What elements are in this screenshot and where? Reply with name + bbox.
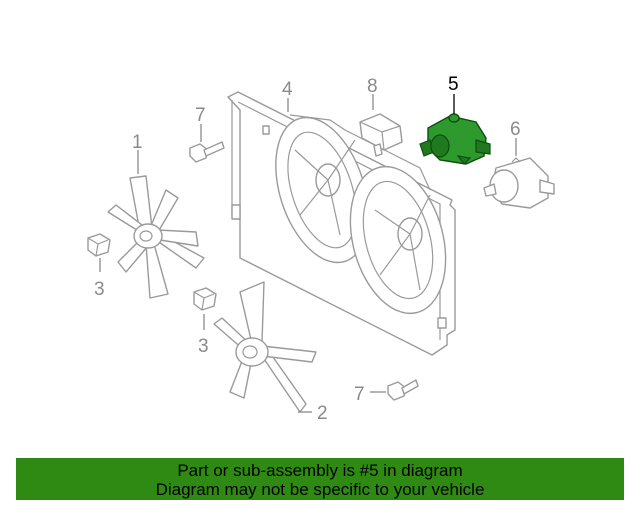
- callout-1: 1: [132, 132, 143, 153]
- callout-3-upper: 3: [94, 279, 105, 300]
- callout-7-upper: 7: [195, 105, 206, 126]
- bolt-part-7-upper: [189, 141, 225, 163]
- fan-blade-part-2: [213, 281, 317, 413]
- callout-2: 2: [317, 403, 328, 424]
- callout-8: 8: [367, 76, 378, 97]
- fan-blade-part-1: [107, 175, 205, 299]
- callout-7-lower: 7: [354, 384, 365, 405]
- callout-6: 6: [510, 119, 521, 140]
- fan-resistor-part-8: [359, 113, 403, 157]
- callout-3-lower: 3: [198, 336, 209, 357]
- info-banner: Part or sub-assembly is #5 in diagram Di…: [16, 458, 624, 500]
- fan-shroud-part-4: [227, 91, 456, 356]
- bolt-part-7-lower: [387, 379, 419, 401]
- banner-line-2: Diagram may not be specific to your vehi…: [155, 480, 485, 499]
- nut-part-3-upper: [87, 233, 111, 257]
- nut-part-3-lower: [193, 287, 217, 311]
- fan-motor-part-6: [483, 157, 555, 209]
- banner-line-1: Part or sub-assembly is #5 in diagram: [177, 461, 463, 480]
- fan-motor-part-5-highlighted: [419, 113, 491, 165]
- callout-4: 4: [282, 79, 293, 100]
- callout-5: 5: [448, 74, 459, 95]
